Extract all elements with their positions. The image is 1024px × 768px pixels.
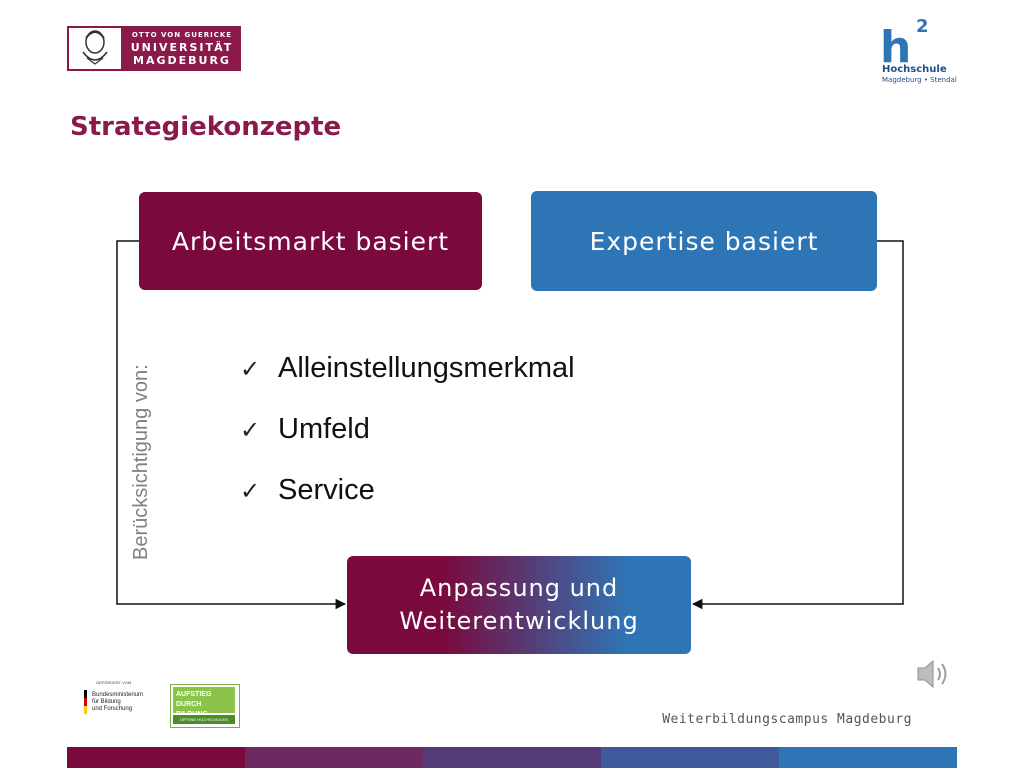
box-arbeitsmarkt-label: Arbeitsmarkt basiert <box>171 226 450 256</box>
german-flag-icon <box>84 690 87 714</box>
checklist: ✓ Alleinstellungsmerkmal ✓ Umfeld ✓ Serv… <box>240 338 575 521</box>
checklist-item: ✓ Alleinstellungsmerkmal <box>240 338 575 399</box>
box-arbeitsmarkt: Arbeitsmarkt basiert <box>139 192 482 290</box>
color-bar-segment <box>779 747 957 768</box>
checklist-item: ✓ Umfeld <box>240 399 575 460</box>
bmbf-sponsor-note: GEFÖRDERT VOM <box>96 680 132 685</box>
aufstieg-line3: OFFENE HOCHSCHULEN <box>173 715 235 724</box>
bmbf-line1: Bundesministerium <box>92 692 144 698</box>
university-line3: MAGDEBURG <box>133 53 231 67</box>
university-name: OTTO VON GUERICKE UNIVERSITÄT MAGDEBURG <box>123 30 241 67</box>
footer-color-bar <box>67 747 957 768</box>
box-expertise: Expertise basiert <box>531 191 877 291</box>
checklist-item: ✓ Service <box>240 460 575 521</box>
aufstieg-badge: AUFSTIEG DURCH BILDUNG <box>173 687 235 718</box>
footer-campus-text: Weiterbildungscampus Magdeburg <box>662 712 912 727</box>
checklist-item-label: Service <box>278 474 375 506</box>
check-icon: ✓ <box>240 415 261 444</box>
color-bar-segment <box>67 747 245 768</box>
hochschule-name: Hochschule <box>882 64 947 75</box>
bmbf-logo: GEFÖRDERT VOM Bundesministerium für Bild… <box>80 680 150 730</box>
aufstieg-logo: AUFSTIEG DURCH BILDUNG OFFENE HOCHSCHULE… <box>170 684 240 728</box>
university-line1: OTTO VON GUERICKE <box>131 30 233 39</box>
box-anpassung-line2: Weiterentwicklung <box>399 607 639 635</box>
university-logo: OTTO VON GUERICKE UNIVERSITÄT MAGDEBURG <box>67 26 241 71</box>
aufstieg-line1: AUFSTIEG DURCH <box>176 691 212 708</box>
right-connector <box>691 240 904 610</box>
check-icon: ✓ <box>240 354 261 383</box>
h2-glyph: h <box>880 22 912 73</box>
box-anpassung-line1: Anpassung und <box>419 574 619 602</box>
hochschule-logo: h 2 Hochschule Magdeburg • Stendal <box>880 16 960 84</box>
bmbf-name: Bundesministerium für Bildung und Forsch… <box>92 692 152 713</box>
side-label: Berücksichtigung von: <box>130 364 152 560</box>
page-title: Strategiekonzepte <box>70 112 342 142</box>
check-icon: ✓ <box>240 476 261 505</box>
hochschule-location: Magdeburg • Stendal <box>882 76 957 84</box>
color-bar-segment <box>601 747 779 768</box>
aufstieg-line2: BILDUNG <box>176 710 235 720</box>
left-connector <box>116 240 347 610</box>
bmbf-line2: für Bildung <box>92 699 121 705</box>
guericke-portrait-icon <box>67 26 123 71</box>
bmbf-line3: und Forschung <box>92 706 133 712</box>
checklist-item-label: Umfeld <box>278 413 370 445</box>
box-anpassung: Anpassung und Weiterentwicklung <box>347 556 691 654</box>
color-bar-segment <box>423 747 601 768</box>
speaker-icon[interactable] <box>912 654 952 694</box>
university-line2: UNIVERSITÄT <box>130 40 234 54</box>
box-expertise-label: Expertise basiert <box>589 226 819 256</box>
checklist-item-label: Alleinstellungsmerkmal <box>278 352 575 384</box>
color-bar-segment <box>245 747 423 768</box>
h2-superscript: 2 <box>916 16 929 37</box>
